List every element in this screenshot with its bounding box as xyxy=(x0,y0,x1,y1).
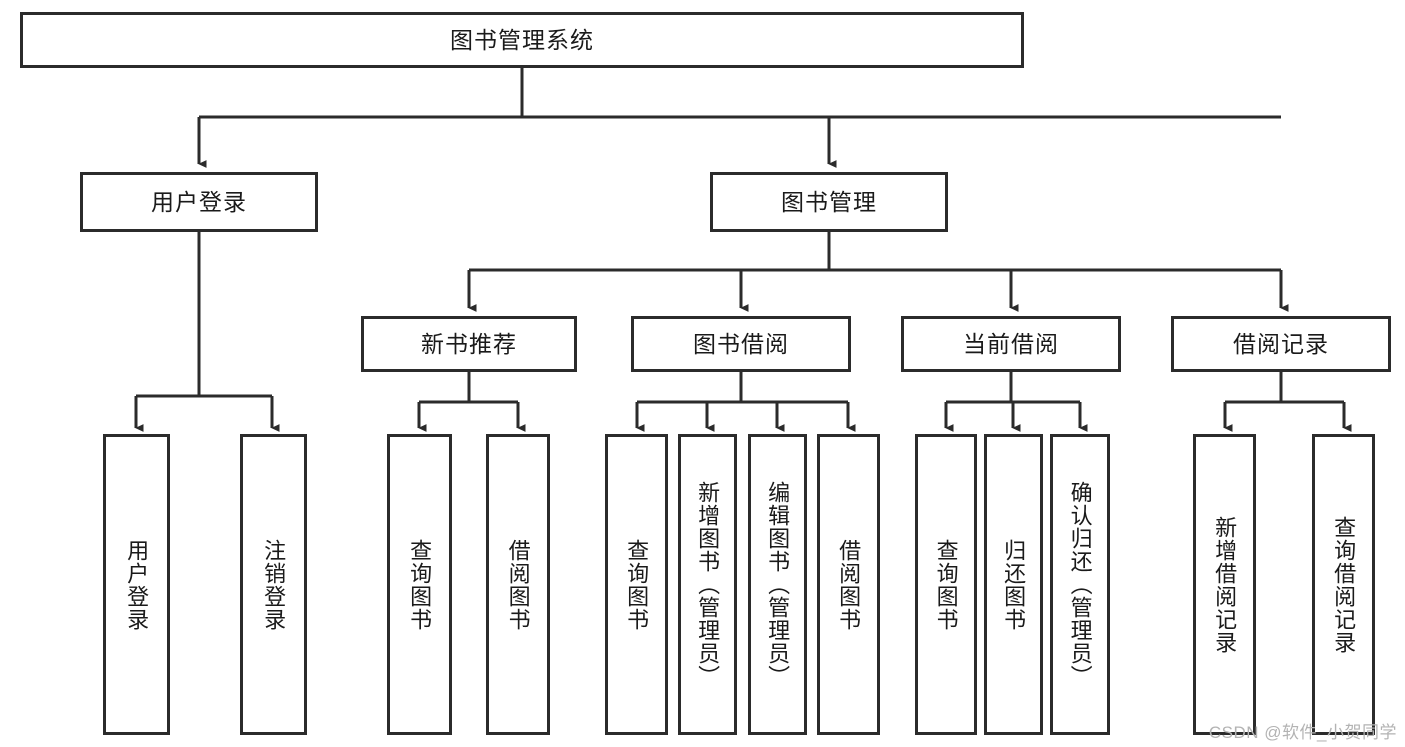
node-leaf-borrow-book-recommend[interactable]: 借阅图书 xyxy=(486,434,550,735)
node-label: 新书推荐 xyxy=(421,330,517,357)
node-label: 编辑图书（管理员） xyxy=(765,481,791,688)
node-label: 图书借阅 xyxy=(693,330,789,357)
node-label: 查询图书 xyxy=(407,538,433,631)
node-label: 图书管理 xyxy=(781,188,877,215)
node-label: 用户登录 xyxy=(124,538,150,631)
node-leaf-borrow-book[interactable]: 借阅图书 xyxy=(817,434,880,735)
node-leaf-query-book-current[interactable]: 查询图书 xyxy=(915,434,977,735)
node-book-management[interactable]: 图书管理 xyxy=(710,172,948,232)
node-label: 查询图书 xyxy=(624,538,650,631)
node-label: 查询借阅记录 xyxy=(1331,515,1357,654)
node-book-borrow[interactable]: 图书借阅 xyxy=(631,316,851,372)
node-leaf-query-book-borrow[interactable]: 查询图书 xyxy=(605,434,668,735)
node-leaf-query-borrow-record[interactable]: 查询借阅记录 xyxy=(1312,434,1375,735)
node-leaf-return-book[interactable]: 归还图书 xyxy=(984,434,1043,735)
node-label: 确认归还（管理员） xyxy=(1067,481,1093,688)
node-new-book-recommend[interactable]: 新书推荐 xyxy=(361,316,577,372)
node-leaf-confirm-return[interactable]: 确认归还（管理员） xyxy=(1050,434,1110,735)
node-label: 借阅图书 xyxy=(836,538,862,631)
node-label: 当前借阅 xyxy=(963,330,1059,357)
node-label: 归还图书 xyxy=(1001,538,1027,631)
node-borrow-record[interactable]: 借阅记录 xyxy=(1171,316,1391,372)
node-label: 查询图书 xyxy=(933,538,959,631)
node-leaf-add-borrow-record[interactable]: 新增借阅记录 xyxy=(1193,434,1256,735)
node-leaf-add-book[interactable]: 新增图书（管理员） xyxy=(678,434,737,735)
node-root-book-management-system[interactable]: 图书管理系统 xyxy=(20,12,1024,68)
node-label: 新增借阅记录 xyxy=(1212,515,1238,654)
node-leaf-edit-book[interactable]: 编辑图书（管理员） xyxy=(748,434,807,735)
node-label: 用户登录 xyxy=(151,188,247,215)
node-leaf-user-login[interactable]: 用户登录 xyxy=(103,434,170,735)
node-label: 图书管理系统 xyxy=(450,26,594,53)
node-leaf-query-book-recommend[interactable]: 查询图书 xyxy=(387,434,452,735)
csdn-watermark: CSDN @软件_小贺同学 xyxy=(1208,723,1397,742)
node-label: 借阅图书 xyxy=(505,538,531,631)
node-label: 新增图书（管理员） xyxy=(695,481,721,688)
node-current-borrow[interactable]: 当前借阅 xyxy=(901,316,1121,372)
node-leaf-logout-login[interactable]: 注销登录 xyxy=(240,434,307,735)
node-user-login[interactable]: 用户登录 xyxy=(80,172,318,232)
node-label: 借阅记录 xyxy=(1233,330,1329,357)
node-label: 注销登录 xyxy=(261,538,287,631)
